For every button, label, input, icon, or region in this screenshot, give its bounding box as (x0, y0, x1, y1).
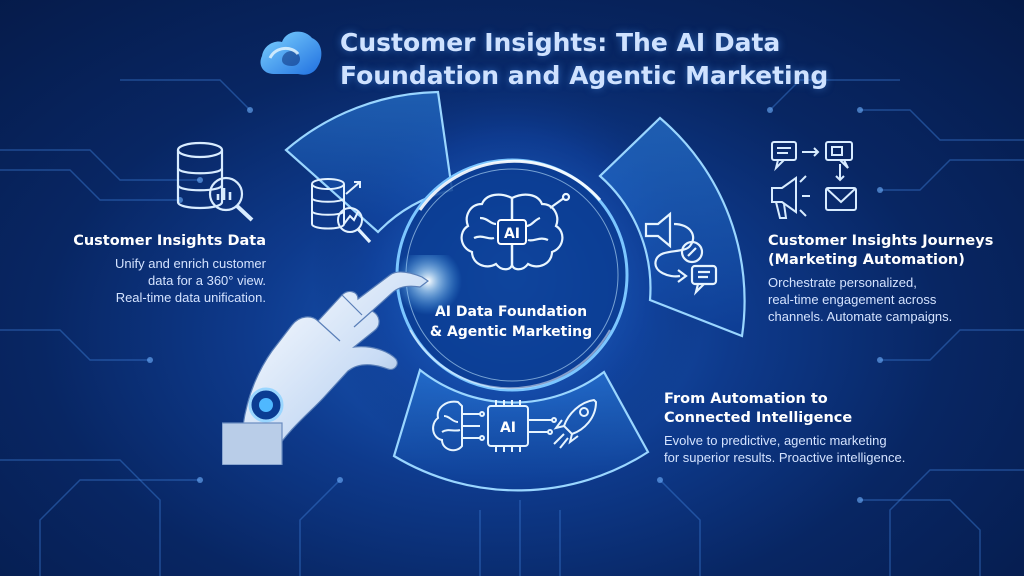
customer-insights-data-block: Customer Insights Data Unify and enrich … (40, 232, 266, 306)
bottom-desc-line-1: Evolve to predictive, agentic marketing (664, 433, 887, 448)
database-growth-icon (311, 178, 372, 244)
right-description: Orchestrate personalized, real-time enga… (768, 274, 1008, 325)
left-desc-line-3: Real-time data unification. (115, 290, 266, 305)
right-heading-line-1: Customer Insights Journeys (768, 233, 994, 249)
center-label-line-2: & Agentic Marketing (429, 324, 593, 340)
left-desc-line-1: Unify and enrich customer (114, 256, 266, 271)
center-label-line-1: AI Data Foundation (434, 304, 588, 320)
message-flow-icon (644, 211, 718, 296)
right-desc-line-1: Orchestrate personalized, (768, 275, 917, 290)
bottom-description: Evolve to predictive, agentic marketing … (664, 432, 964, 466)
left-heading: Customer Insights Data (73, 233, 266, 249)
brain-ai-icon: AI (460, 192, 571, 271)
rocket-icon (553, 398, 598, 449)
segment-bottom-arc (392, 368, 650, 492)
right-desc-line-2: real-time engagement across (768, 292, 937, 307)
segment-left-arc (284, 90, 454, 234)
brain-circuit-icon: AI (432, 398, 598, 452)
database-analytics-icon (176, 141, 254, 222)
bottom-heading-line-1: From Automation to (664, 391, 828, 407)
title-line-2: Foundation and Agentic Marketing (340, 61, 829, 90)
megaphone-journey-icon (771, 141, 857, 219)
circuit-lines (0, 79, 1024, 576)
ai-chip-icon (487, 400, 557, 452)
page-title: Customer Insights: The AI Data Foundatio… (340, 26, 880, 92)
cloud-logo-icon (260, 31, 322, 75)
header: Customer Insights: The AI Data Foundatio… (258, 22, 898, 102)
center-label: AI Data Foundation & Agentic Marketing (418, 302, 604, 342)
title-line-1: Customer Insights: The AI Data (340, 28, 781, 57)
left-desc-line-2: data for a 360° view. (148, 273, 266, 288)
customer-insights-journeys-block: Customer Insights Journeys (Marketing Au… (768, 232, 1008, 325)
bottom-heading-line-2: Connected Intelligence (664, 410, 853, 426)
segment-right-arc (598, 116, 746, 338)
center-chip-text: AI (504, 226, 520, 242)
connected-intelligence-block: From Automation to Connected Intelligenc… (664, 390, 964, 466)
bottom-chip-text: AI (500, 420, 516, 436)
right-heading-line-2: (Marketing Automation) (768, 252, 965, 268)
robot-hand-icon (222, 255, 462, 465)
right-desc-line-3: channels. Automate campaigns. (768, 309, 953, 324)
left-description: Unify and enrich customer data for a 360… (40, 255, 266, 306)
bottom-desc-line-2: for superior results. Proactive intellig… (664, 450, 906, 465)
